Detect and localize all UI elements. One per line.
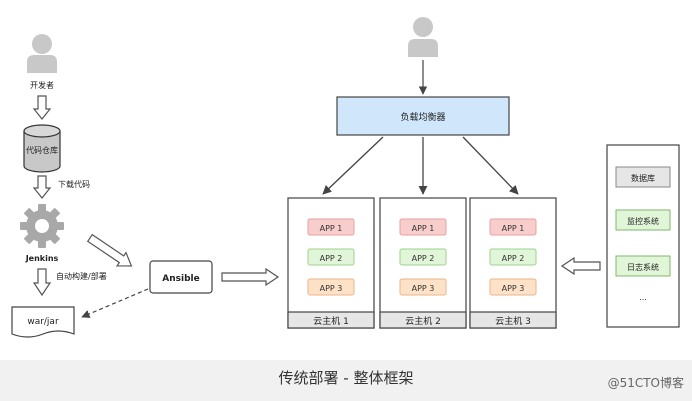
app-box bbox=[399, 248, 447, 266]
host-label-bar bbox=[469, 311, 557, 329]
host-label: 云主机 3 bbox=[495, 315, 531, 327]
app-box bbox=[307, 218, 355, 236]
service-logging-label: 日志系统 bbox=[627, 262, 659, 272]
app-label: APP 2 bbox=[320, 254, 343, 263]
services-to-hosts-arrow bbox=[560, 256, 601, 276]
app-box bbox=[307, 278, 355, 296]
jenkins-to-artifact-arrow bbox=[32, 268, 52, 297]
host-group: 云主机 1 APP 1 APP 2 APP 3 bbox=[287, 197, 375, 329]
host-group: 云主机 2 APP 1 APP 2 APP 3 bbox=[379, 197, 467, 329]
app-box bbox=[399, 278, 447, 296]
ansible-label: Ansible bbox=[162, 274, 199, 284]
jenkins-label: Jenkins bbox=[25, 254, 59, 263]
watermark: @51CTO博客 bbox=[607, 376, 684, 390]
jenkins-to-ansible-arrow bbox=[86, 233, 133, 267]
lb-to-host1-arrow bbox=[322, 136, 384, 195]
service-monitoring-box bbox=[615, 209, 671, 231]
host-label-bar bbox=[287, 311, 375, 329]
app-label: APP 3 bbox=[412, 284, 435, 293]
repo-label: 代码仓库 bbox=[26, 145, 58, 155]
developer-person-icon bbox=[27, 34, 57, 73]
artifact-label: war/jar bbox=[27, 317, 59, 327]
app-box bbox=[489, 278, 537, 296]
user-person-icon bbox=[408, 17, 438, 57]
ansible-box bbox=[149, 260, 213, 294]
service-logging-box bbox=[615, 255, 671, 277]
repo-database-icon bbox=[23, 124, 61, 173]
app-box bbox=[489, 248, 537, 266]
architecture-diagram: 开发者 代码仓库 下载代码 bbox=[11, 17, 680, 338]
ansible-to-artifact-dashed-arrow bbox=[81, 288, 149, 318]
diagram-canvas: 开发者 代码仓库 下载代码 bbox=[0, 0, 692, 360]
lb-to-host3-arrow bbox=[462, 136, 519, 195]
artifact-document-shape bbox=[11, 306, 75, 338]
host-label: 云主机 2 bbox=[405, 315, 441, 327]
ansible-to-hosts-arrow bbox=[221, 267, 280, 287]
developer-label: 开发者 bbox=[30, 80, 54, 90]
host-label-bar bbox=[379, 311, 467, 329]
service-database-label: 数据库 bbox=[631, 173, 655, 183]
host-label: 云主机 1 bbox=[313, 315, 349, 327]
build-deploy-label: 自动构建/部署 bbox=[56, 271, 107, 281]
app-label: APP 1 bbox=[320, 224, 343, 233]
app-label: APP 2 bbox=[412, 254, 435, 263]
app-box bbox=[399, 218, 447, 236]
diagram-caption: 传统部署 - 整体框架 bbox=[278, 369, 414, 387]
host-group: 云主机 3 APP 1 APP 2 APP 3 bbox=[469, 197, 557, 329]
services-more-label: ... bbox=[639, 293, 647, 302]
app-label: APP 3 bbox=[502, 284, 525, 293]
load-balancer-label: 负载均衡器 bbox=[400, 111, 445, 123]
app-box bbox=[307, 248, 355, 266]
repo-to-jenkins-arrow bbox=[32, 175, 52, 199]
service-monitoring-label: 监控系统 bbox=[627, 216, 659, 226]
load-balancer-box bbox=[336, 96, 510, 136]
app-label: APP 2 bbox=[502, 254, 525, 263]
jenkins-gear-icon bbox=[20, 204, 64, 248]
app-label: APP 3 bbox=[320, 284, 343, 293]
app-box bbox=[489, 218, 537, 236]
service-database-box bbox=[615, 166, 671, 188]
app-label: APP 1 bbox=[412, 224, 435, 233]
download-code-label: 下载代码 bbox=[58, 179, 90, 189]
dev-to-repo-arrow bbox=[32, 95, 52, 120]
app-label: APP 1 bbox=[502, 224, 525, 233]
